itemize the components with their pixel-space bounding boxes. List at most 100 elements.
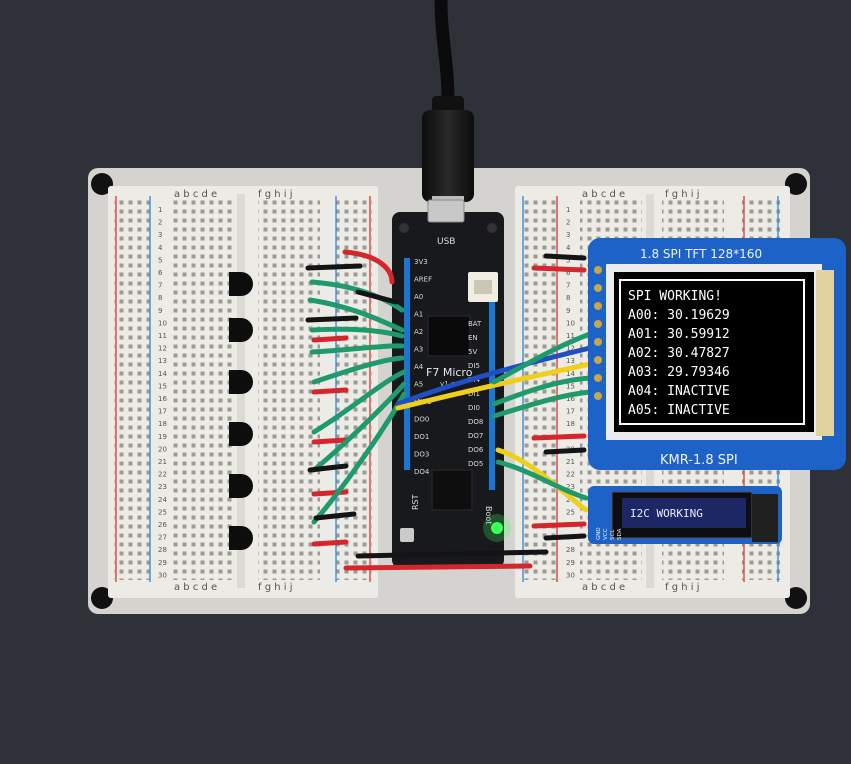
row-number: 5 <box>566 256 570 264</box>
row-number: 13 <box>566 357 575 365</box>
row-number: 27 <box>158 534 167 542</box>
row-number: 17 <box>566 408 575 416</box>
row-number: 19 <box>158 433 167 441</box>
row-number: 5 <box>158 256 162 264</box>
wire-green <box>491 389 593 419</box>
transistor <box>229 422 253 446</box>
pin-label: EN <box>468 334 478 342</box>
row-number: 7 <box>566 282 570 290</box>
pin-label: A3 <box>414 346 423 354</box>
row-number: 13 <box>158 357 167 365</box>
pin-label: DO3 <box>414 451 429 459</box>
tft-line: A00: 30.19629 <box>628 308 730 323</box>
column-letters-right-bottom: f g h i j <box>665 582 699 593</box>
wire-green <box>311 355 405 385</box>
row-number: 28 <box>158 546 167 554</box>
pin-label: A0 <box>414 293 423 301</box>
row-number: 14 <box>566 370 575 378</box>
column-letters-left-bottom: a b c d e <box>582 582 625 593</box>
row-number: 23 <box>158 483 167 491</box>
boot-label: Boot <box>484 506 493 524</box>
wire-green <box>311 381 407 473</box>
wire-black <box>313 511 357 521</box>
tft-line: A04: INACTIVE <box>628 384 730 399</box>
transistor <box>229 272 253 296</box>
pin-label: A2 <box>414 328 423 336</box>
row-number: 10 <box>158 319 167 327</box>
pin-label: DO5 <box>468 460 483 468</box>
wire-yellow <box>495 447 589 513</box>
status-led-icon <box>491 522 503 534</box>
wire-green <box>309 343 405 355</box>
row-number: 6 <box>566 269 571 277</box>
mounting-screw <box>91 587 113 609</box>
wire-black <box>543 533 587 541</box>
row-number: 25 <box>158 508 167 516</box>
row-number: 7 <box>158 282 162 290</box>
pin-label: DO0 <box>414 416 429 424</box>
row-number: 1 <box>566 206 570 214</box>
f7-micro-board: USB F7 Micro v1.c 3V3AREFA0A1A2A3A4A5MIS… <box>392 199 511 568</box>
row-number: 9 <box>566 307 570 315</box>
wire-black <box>543 253 587 261</box>
wire-red <box>311 539 349 547</box>
row-number: 20 <box>158 445 167 453</box>
column-letters-right: f g h i j <box>665 189 699 200</box>
row-number: 29 <box>566 559 575 567</box>
wire-red <box>343 563 533 571</box>
pin-label: BAT <box>468 320 482 328</box>
row-number: 1 <box>158 206 162 214</box>
wire-red <box>531 521 587 529</box>
pin-label: DI1 <box>468 390 480 398</box>
row-number: 12 <box>158 345 167 353</box>
reset-button[interactable] <box>400 528 414 542</box>
pin-label: A4 <box>414 363 424 371</box>
pin-label: DO4 <box>414 468 430 476</box>
column-letters-left-bottom: a b c d e <box>174 582 217 593</box>
tft-pin <box>594 320 602 328</box>
wire-green <box>311 369 407 435</box>
wire-red <box>531 265 587 273</box>
pin-label: DO7 <box>468 432 483 440</box>
wire-green <box>495 459 589 501</box>
wire-black <box>543 447 587 455</box>
pin-label: A5 <box>414 381 423 389</box>
row-number: 26 <box>158 521 167 529</box>
wire-red <box>311 387 349 395</box>
usb-label: USB <box>437 237 455 247</box>
row-number: 3 <box>566 231 570 239</box>
row-number: 12 <box>566 345 575 353</box>
column-letters-right: f g h i j <box>258 189 292 200</box>
row-number: 16 <box>158 395 167 403</box>
pin-label: A1 <box>414 311 423 319</box>
transistor <box>229 318 253 342</box>
wire-black <box>305 315 359 323</box>
row-number: 9 <box>158 307 162 315</box>
rst-label: RST <box>411 494 420 510</box>
row-number: 3 <box>158 231 162 239</box>
row-number: 30 <box>566 571 575 579</box>
wire-yellow <box>395 361 593 411</box>
oled-pin-label: SCL <box>610 529 616 540</box>
row-numbers-left: 1234567891011121314151617181920212223242… <box>158 206 167 579</box>
usb-cable <box>422 0 474 212</box>
jumper-wires <box>305 249 593 571</box>
oled-pin-label: SDA <box>617 528 623 540</box>
wire-black <box>355 289 399 305</box>
row-number: 14 <box>158 370 167 378</box>
pin-label: DI5 <box>468 362 480 370</box>
tft-pin <box>594 356 602 364</box>
wire-black <box>355 549 549 559</box>
pin-label: DO1 <box>414 433 429 441</box>
board-version: v1.c <box>440 380 455 388</box>
wire-red <box>311 489 349 497</box>
wire-red <box>311 335 349 343</box>
tft-pin <box>594 266 602 274</box>
wire-black <box>305 263 363 271</box>
row-number: 28 <box>566 546 575 554</box>
tft-pin <box>594 302 602 310</box>
row-number: 18 <box>566 420 575 428</box>
oled-text: I2C WORKING <box>630 507 703 520</box>
